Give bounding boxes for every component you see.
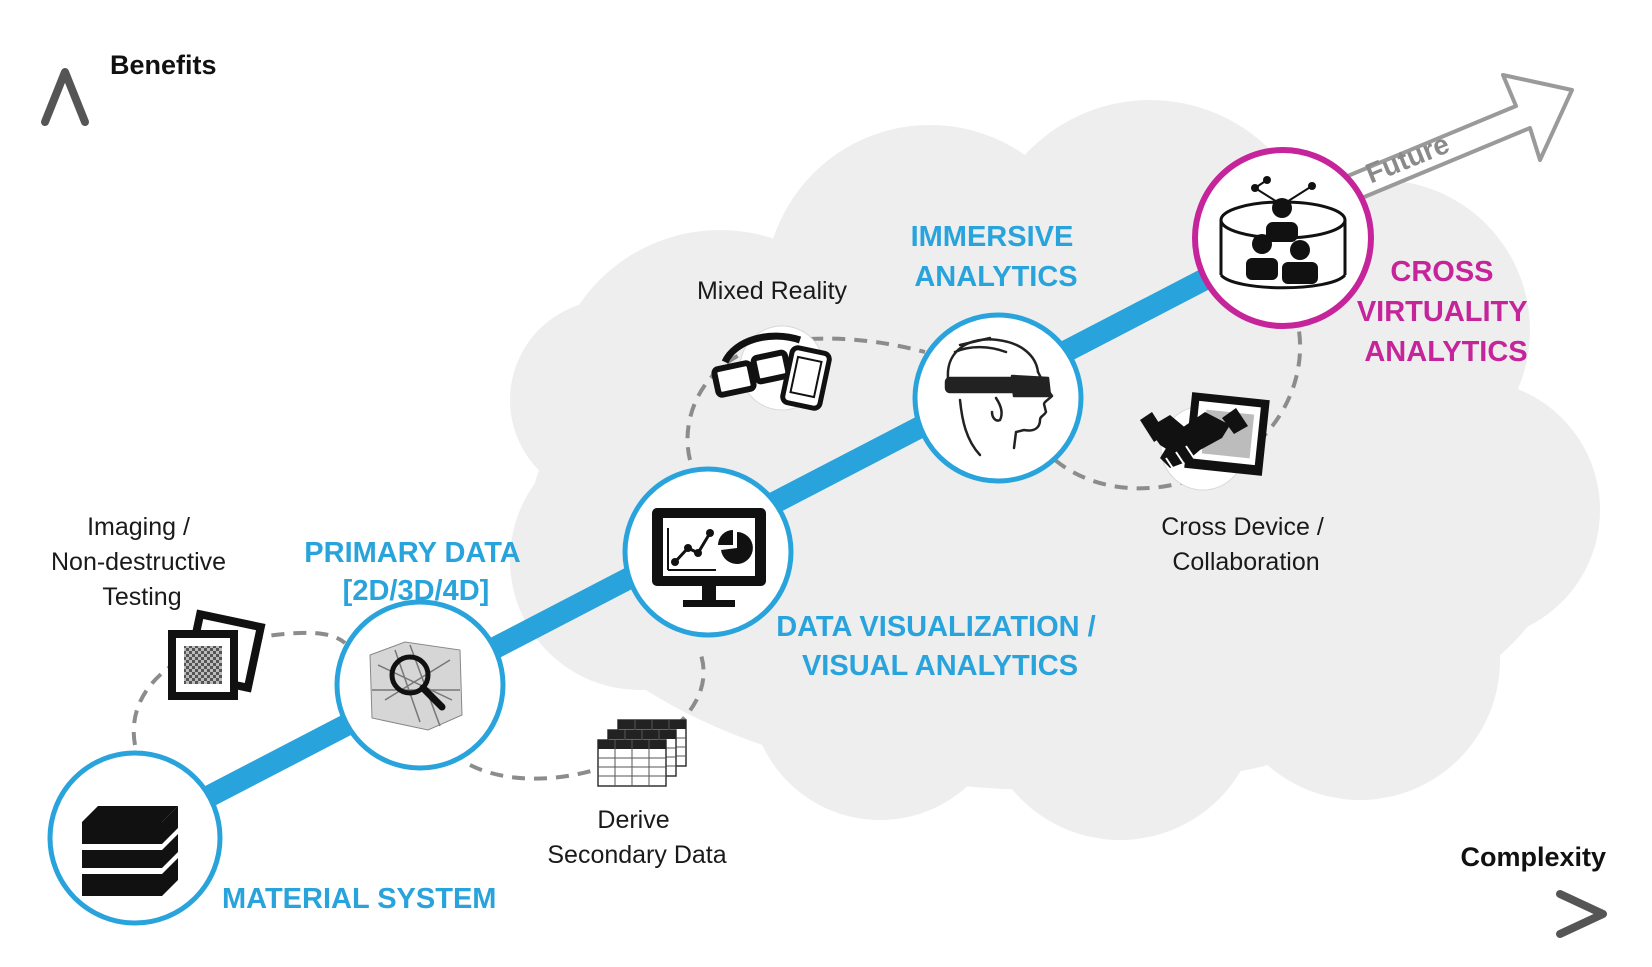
side-label-imaging: Imaging / Non-destructive Testing: [51, 513, 233, 611]
vr-headset-face-icon: [944, 336, 1054, 457]
cave-collaboration-icon: [1219, 176, 1347, 290]
magnifier-volume-icon: [369, 641, 463, 731]
stage-cross-virtuality: CROSS VIRTUALITY ANALYTICS: [1192, 147, 1535, 368]
cloud-background: [510, 100, 1600, 840]
stage-label-visualization: DATA VISUALIZATION / VISUAL ANALYTICS: [776, 611, 1104, 682]
side-step-derive: Derive Secondary Data: [547, 719, 727, 869]
stage-immersive-analytics: IMMERSIVE ANALYTICS: [911, 221, 1084, 484]
handshake-monitor-icon: [1140, 392, 1270, 476]
benefits-label: Benefits: [110, 50, 217, 80]
side-step-mixed-reality: Mixed Reality: [697, 277, 848, 411]
stage-label-primary: PRIMARY DATA [2D/3D/4D]: [304, 537, 527, 607]
side-label-mixed: Mixed Reality: [697, 277, 848, 305]
complexity-label: Complexity: [1460, 842, 1606, 872]
monitor-chart-icon: [652, 508, 766, 607]
stacked-layers-icon: [82, 806, 178, 896]
stage-label-cross: CROSS VIRTUALITY ANALYTICS: [1357, 256, 1535, 368]
glasses-phone-icon: [711, 332, 832, 411]
side-step-cross-device: Cross Device / Collaboration: [1140, 392, 1331, 576]
side-label-crossdevice: Cross Device / Collaboration: [1161, 513, 1331, 576]
benefits-axis: Benefits: [41, 50, 217, 275]
stage-data-visualization: DATA VISUALIZATION / VISUAL ANALYTICS: [622, 466, 1104, 682]
stage-label-immersive: IMMERSIVE ANALYTICS: [911, 221, 1082, 293]
stage-primary-data: PRIMARY DATA [2D/3D/4D]: [304, 537, 527, 771]
side-label-derive: Derive Secondary Data: [547, 806, 726, 869]
stage-label-material: MATERIAL SYSTEM: [222, 883, 496, 915]
stage-material-system: MATERIAL SYSTEM: [47, 750, 496, 926]
tables-icon: [597, 719, 687, 787]
side-step-imaging: Imaging / Non-destructive Testing: [51, 513, 266, 700]
complexity-axis: Complexity: [1270, 842, 1607, 938]
image-slices-icon: [168, 609, 266, 700]
